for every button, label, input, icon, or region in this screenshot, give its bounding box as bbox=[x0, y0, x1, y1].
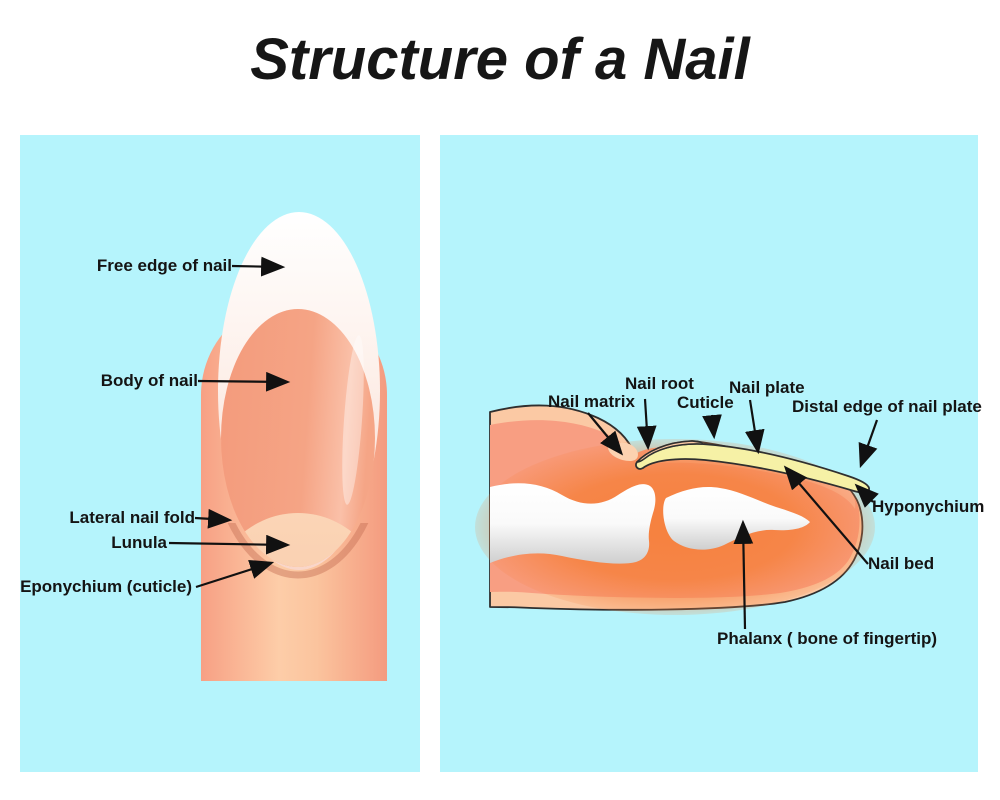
arrow-nail-matrix bbox=[587, 412, 624, 456]
label-free-edge-of-nail: Free edge of nail bbox=[96, 256, 232, 275]
label-cuticle: Cuticle bbox=[677, 393, 734, 412]
page-title: Structure of a Nail bbox=[250, 27, 750, 92]
arrow-lunula bbox=[168, 534, 291, 555]
arrow-distal-edge bbox=[858, 419, 879, 469]
arrow-cuticle bbox=[702, 414, 722, 440]
arrow-hyponychium bbox=[854, 483, 879, 508]
arrow-nail-bed bbox=[783, 465, 869, 565]
label-nail-matrix: Nail matrix bbox=[548, 392, 635, 411]
right-panel-nail-cross-section: Nail matrix Nail root Cuticle Nail plate… bbox=[440, 135, 984, 772]
arrow-nail-plate bbox=[744, 399, 765, 455]
nail-gloss-highlight bbox=[342, 335, 364, 505]
label-nail-bed: Nail bed bbox=[868, 554, 935, 573]
label-phalanx: Phalanx ( bone of fingertip) bbox=[717, 629, 938, 648]
arrow-free-edge-of-nail bbox=[231, 256, 286, 277]
arrow-phalanx bbox=[733, 519, 754, 630]
arrow-lateral-nail-fold bbox=[194, 508, 233, 529]
label-distal-edge-of-nail-plate: Distal edge of nail plate bbox=[792, 397, 982, 416]
left-panel-nail-top-view: Free edge of nail Body of nail Lateral n… bbox=[20, 135, 420, 772]
label-body-of-nail: Body of nail bbox=[100, 371, 198, 390]
phalanx-bone-distal bbox=[663, 487, 810, 550]
label-lunula: Lunula bbox=[111, 533, 167, 552]
label-nail-root: Nail root bbox=[625, 374, 694, 393]
label-hyponychium: Hyponychium bbox=[872, 497, 985, 516]
eponychium-groove bbox=[227, 523, 369, 579]
arrow-eponychium bbox=[195, 559, 275, 589]
arrow-nail-root bbox=[636, 398, 657, 451]
cuticle-fold-shape bbox=[636, 440, 704, 463]
label-lateral-nail-fold: Lateral nail fold bbox=[69, 508, 195, 527]
nail-cross-section-illustration bbox=[475, 398, 879, 630]
label-nail-plate: Nail plate bbox=[729, 378, 805, 397]
nail-body-shape bbox=[221, 309, 375, 567]
label-eponychium-cuticle: Eponychium (cuticle) bbox=[20, 577, 192, 596]
nail-top-view-illustration bbox=[168, 212, 387, 681]
phalanx-bone-proximal bbox=[490, 483, 656, 564]
arrow-body-of-nail bbox=[197, 371, 291, 392]
